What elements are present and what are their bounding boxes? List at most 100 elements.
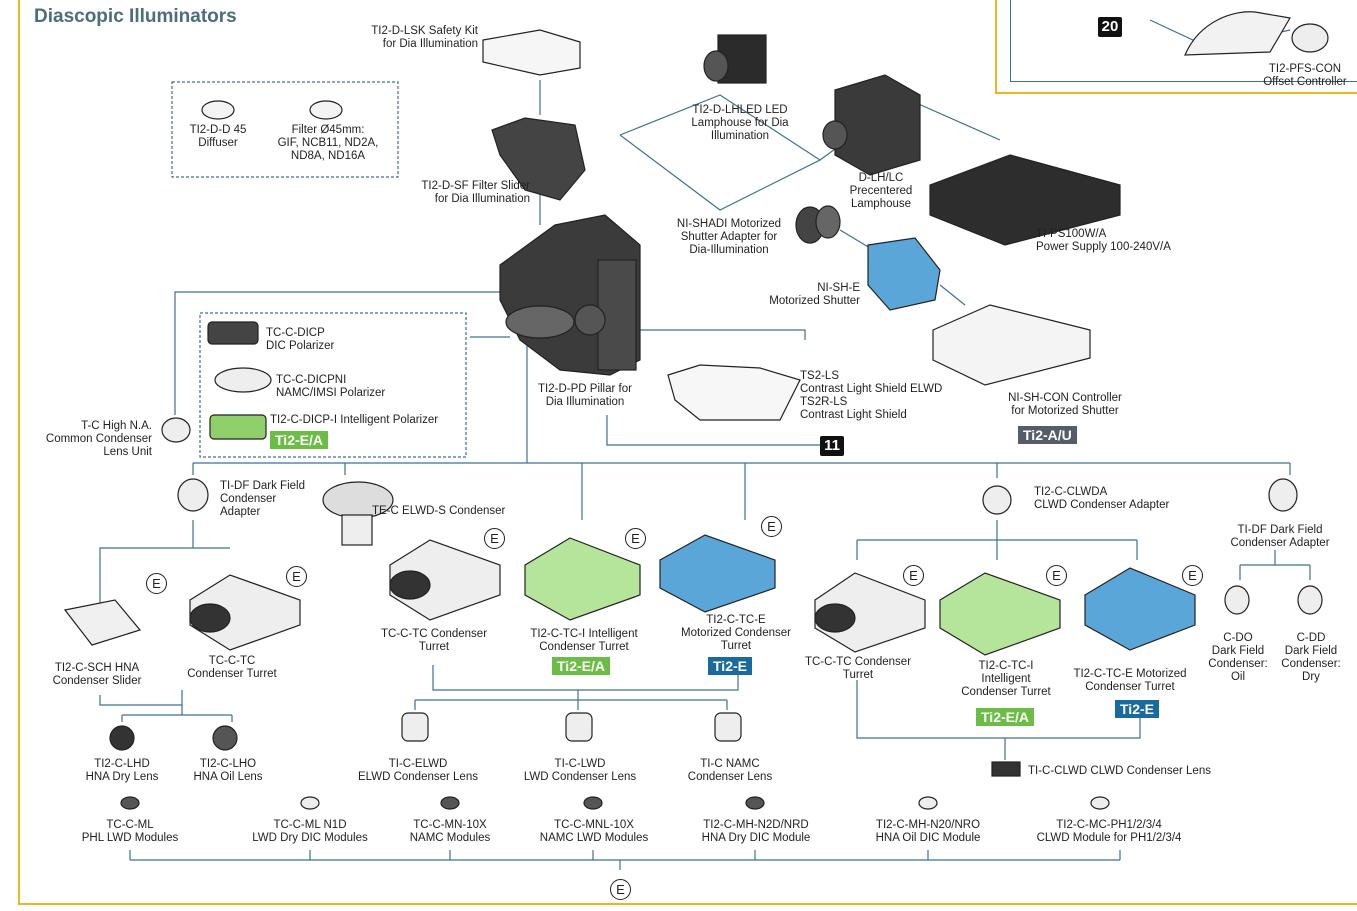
label-line: ND8A, ND16A	[290, 150, 366, 162]
shutter-controller-label: NI-SH-CON Controller for Motorized Shutt…	[995, 392, 1135, 418]
label-line: DIC Polarizer	[266, 340, 335, 352]
contrast-shield-label: TS2-LS Contrast Light Shield ELWD TS2R-L…	[800, 370, 942, 422]
label-line: HNA Dry DIC Module	[701, 832, 811, 844]
sch-label: TI2-C-SCH HNA Condenser Slider	[42, 662, 152, 688]
df-adapter-right-label: TI-DF Dark Field Condenser Adapter	[1220, 524, 1340, 550]
label-line: TC-C-MN-10X	[413, 819, 487, 831]
shutter-controller-badge: Ti2-A/U	[1018, 426, 1077, 444]
safety-kit-label: TI2-D-LSK Safety Kit for Dia Illuminatio…	[350, 25, 478, 51]
label-line: TI2-PFS-CON	[1268, 63, 1342, 75]
label-line: Power Supply 100-240V/A	[1036, 241, 1171, 253]
label-line: Shutter Adapter for	[680, 231, 778, 243]
e-mark: E	[286, 566, 307, 587]
label-line: TI-C NAMC	[700, 758, 760, 770]
label-line: TC-C-MNL-10X	[554, 819, 634, 831]
label-line: Diffuser	[198, 137, 238, 149]
label-line: Intelligent	[981, 673, 1031, 685]
label-line: Condenser Turret	[187, 668, 277, 680]
label-line: TI-C-LWD	[554, 758, 606, 770]
diffuser-label: TI2-D-D 45 Diffuser	[178, 124, 258, 150]
label-line: TC-C-ML N1D	[273, 819, 347, 831]
label-line: Condenser Adapter	[1230, 537, 1330, 549]
label-line: Lamphouse for Dia	[691, 117, 789, 129]
label-line: CLWD Condenser Adapter	[1034, 499, 1170, 511]
label-line: ELWD Condenser Lens	[358, 771, 478, 783]
label-line: Dark Field	[1284, 645, 1338, 657]
label-line: Filter Ø45mm:	[291, 124, 365, 136]
elwd-lens-label: TI-C-ELWD ELWD Condenser Lens	[348, 758, 488, 784]
dlh-lamphouse-label: D-LH/LC Precentered Lamphouse	[840, 172, 922, 211]
pillar-label: TI2-D-PD Pillar for Dia Illumination	[530, 383, 640, 409]
label-line: TI2-D-LSK Safety Kit	[371, 25, 478, 37]
label-line: TI2-C-MH-N2D/NRD	[703, 819, 809, 831]
label-line: NI-SH-E	[817, 282, 860, 294]
label-line: TC-C-TC Condenser	[380, 628, 488, 640]
label-line: Contrast Light Shield	[800, 409, 907, 421]
e-mark: E	[761, 516, 782, 537]
mn10x-label: TC-C-MN-10X NAMC Modules	[390, 819, 510, 845]
tc-right-label: TC-C-TC Condenser Turret	[796, 656, 920, 682]
clwd-lens-label: TI-C-CLWD CLWD Condenser Lens	[1028, 765, 1211, 777]
e-mark: E	[903, 565, 924, 586]
label-line: TI2-C-TC-E	[706, 614, 766, 626]
label-line: TI-C-ELWD	[388, 758, 448, 770]
offset-controller-label: TI2-PFS-CON Offset Controller	[1255, 63, 1355, 89]
label-line: TS2-LS	[800, 370, 839, 382]
label-line: Dia-Illumination	[689, 244, 769, 256]
label-line: Common Condenser	[45, 433, 152, 445]
label-line: Dry	[1302, 671, 1320, 683]
label-line: Adapter	[220, 506, 261, 518]
cdd-label: C-DD Dark Field Condenser: Dry	[1278, 632, 1344, 684]
tce-mid-label: TI2-C-TC-E Motorized Condenser Turret	[670, 614, 802, 653]
label-line: Condenser:	[1208, 658, 1268, 670]
label-line: TC-C-DICPNI	[276, 374, 347, 386]
label-line: TI2-C-MC-PH1/2/3/4	[1056, 819, 1162, 831]
tci-mid-label: TI2-C-TC-I Intelligent Condenser Turret	[514, 628, 654, 654]
mln1d-label: TC-C-ML N1D LWD Dry DIC Modules	[234, 819, 386, 845]
shield-number-badge: 11	[820, 436, 844, 456]
label-line: Motorized Condenser	[681, 627, 791, 639]
label-line: Motorized Shutter	[769, 295, 860, 307]
label-line: Lens Unit	[103, 446, 152, 458]
label-line: NI-SHADI Motorized	[676, 218, 782, 230]
label-line: CLWD Module for PH1/2/3/4	[1036, 832, 1182, 844]
label-line: TI2-C-TC-I	[978, 660, 1034, 672]
label-line: TI2-D-SF Filter Slider	[421, 180, 530, 192]
tc-mid-label: TC-C-TC Condenser Turret	[372, 628, 496, 654]
label-line: TS2R-LS	[800, 396, 848, 408]
label-line: Contrast Light Shield ELWD	[800, 383, 943, 395]
section-frame	[18, 0, 1357, 905]
filter-label: Filter Ø45mm: GIF, NCB11, ND2A, ND8A, ND…	[276, 124, 380, 163]
label-line: Dia Illumination	[545, 396, 625, 408]
label-line: Turret	[418, 641, 450, 653]
label-line: NAMC/IMSI Polarizer	[276, 387, 386, 399]
label-line: TI-DF Dark Field	[220, 480, 305, 492]
label-line: Dark Field	[1211, 645, 1265, 657]
label-line: Oil	[1230, 671, 1246, 683]
label-line: Illumination	[710, 130, 770, 142]
tci-mid-badge: Ti2-E/A	[552, 657, 610, 675]
mcph-label: TI2-C-MC-PH1/2/3/4 CLWD Module for PH1/2…	[1024, 819, 1194, 845]
label-line: NAMC LWD Modules	[539, 832, 649, 844]
label-line: TI-DF Dark Field	[1237, 524, 1323, 536]
label-line: TI2-D-D 45	[189, 124, 247, 136]
e-mark: E	[1182, 565, 1203, 586]
label-line: GIF, NCB11, ND2A,	[277, 137, 379, 149]
label-line: LWD Dry DIC Modules	[252, 832, 368, 844]
e-mark: E	[146, 573, 167, 594]
tci-right-label: TI2-C-TC-I Intelligent Condenser Turret	[946, 660, 1066, 699]
label-line: Condenser Turret	[961, 686, 1051, 698]
ml-label: TC-C-ML PHL LWD Modules	[62, 819, 198, 845]
label-line: TI-PS100W/A	[1036, 228, 1107, 240]
mnl10x-label: TC-C-MNL-10X NAMC LWD Modules	[524, 819, 664, 845]
clwda-label: TI2-C-CLWDA CLWD Condenser Adapter	[1034, 486, 1169, 512]
label-line: Precentered	[849, 185, 913, 197]
label-line: C-DO	[1223, 632, 1253, 644]
label-line: Condenser Slider	[52, 675, 142, 687]
shadi-adapter-label: NI-SHADI Motorized Shutter Adapter for D…	[664, 218, 794, 257]
e-mark: E	[610, 879, 631, 900]
e-mark: E	[1046, 565, 1067, 586]
label-line: TI2-C-TC-E Motorized	[1073, 668, 1187, 680]
e-mark: E	[625, 528, 646, 549]
